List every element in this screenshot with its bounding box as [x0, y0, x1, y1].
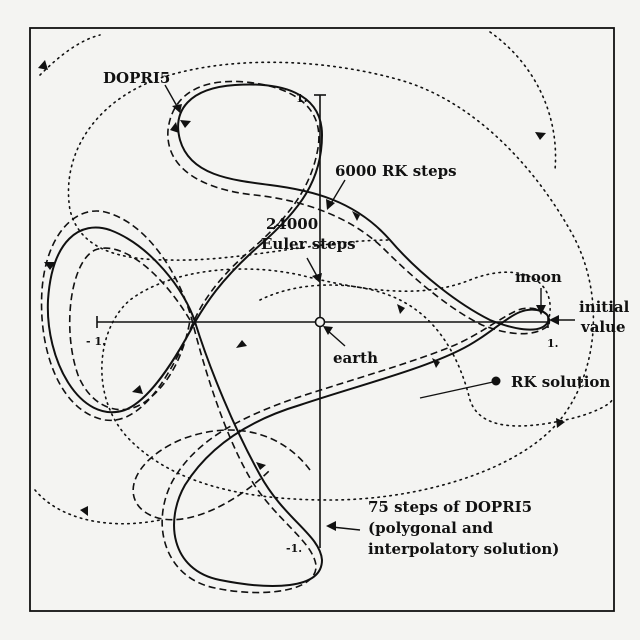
label-rk-solution: RK solution	[511, 373, 610, 391]
label-dopri75-line1: 75 steps of DOPRI5	[368, 498, 532, 516]
label-dopri75-line3: interpolatory solution)	[368, 540, 559, 558]
rk-solution-dot	[491, 376, 501, 386]
label-initial: initial	[579, 298, 630, 316]
arrow-13	[44, 262, 56, 270]
dopri5-orbit	[46, 83, 550, 587]
pointer-rk6000-head	[326, 199, 335, 210]
label-value: value	[580, 318, 626, 336]
arrow-9	[80, 506, 88, 516]
pointer-dopri5	[164, 84, 179, 109]
arrow-6	[256, 462, 266, 470]
label-earth: earth	[333, 349, 378, 367]
pointer-moon-head	[536, 305, 546, 315]
rk-6000-drift-loop-bottom	[132, 429, 311, 521]
tick-x-right: 1.	[547, 337, 558, 350]
plot-frame	[29, 27, 615, 612]
tick-x-left: - 1.	[86, 335, 106, 348]
pointer-initial-head	[549, 315, 559, 325]
arrow-1	[170, 122, 179, 133]
arrow-2	[352, 211, 360, 221]
pointer-euler-head	[312, 273, 322, 283]
arrow-4	[236, 340, 247, 348]
euler-24000-outer	[39, 34, 101, 76]
tick-y-top: 1.	[296, 92, 307, 105]
label-dopri75-line2: (polygonal and	[368, 519, 494, 537]
arrow-10	[556, 418, 565, 428]
label-euler-count: 24000	[266, 215, 318, 233]
label-dopri5: DOPRI5	[103, 69, 170, 87]
arrow-8	[535, 132, 546, 140]
euler-24000-outer-right	[489, 31, 557, 171]
arrow-5	[432, 358, 440, 368]
rk-6000-drift-loop	[68, 247, 191, 411]
pointer-earth-head	[323, 326, 333, 335]
pointer-dopri5-head	[172, 104, 182, 113]
pointer-rk-solution	[419, 381, 494, 399]
euler-24000-outer-bottom	[34, 489, 161, 525]
pointer-euler	[306, 257, 319, 279]
euler-24000-orbit	[67, 61, 595, 501]
pointer-dopri75-head	[326, 521, 336, 531]
arrow-3	[132, 385, 143, 394]
label-moon: moon	[515, 268, 562, 286]
pointer-dopri75	[331, 526, 361, 531]
arrow-7	[397, 304, 405, 314]
label-rk6000: 6000 RK steps	[335, 162, 457, 180]
tick-y-bottom: -1.	[286, 542, 302, 555]
rk-6000-orbit	[40, 80, 551, 594]
label-euler-text: Euler steps	[261, 235, 356, 253]
arrow-11	[38, 60, 48, 70]
arrow-12	[180, 120, 191, 128]
earth-marker	[314, 316, 326, 328]
euler-24000-lower	[259, 284, 613, 427]
pointer-earth	[326, 329, 346, 347]
pointer-rk6000	[329, 179, 346, 206]
